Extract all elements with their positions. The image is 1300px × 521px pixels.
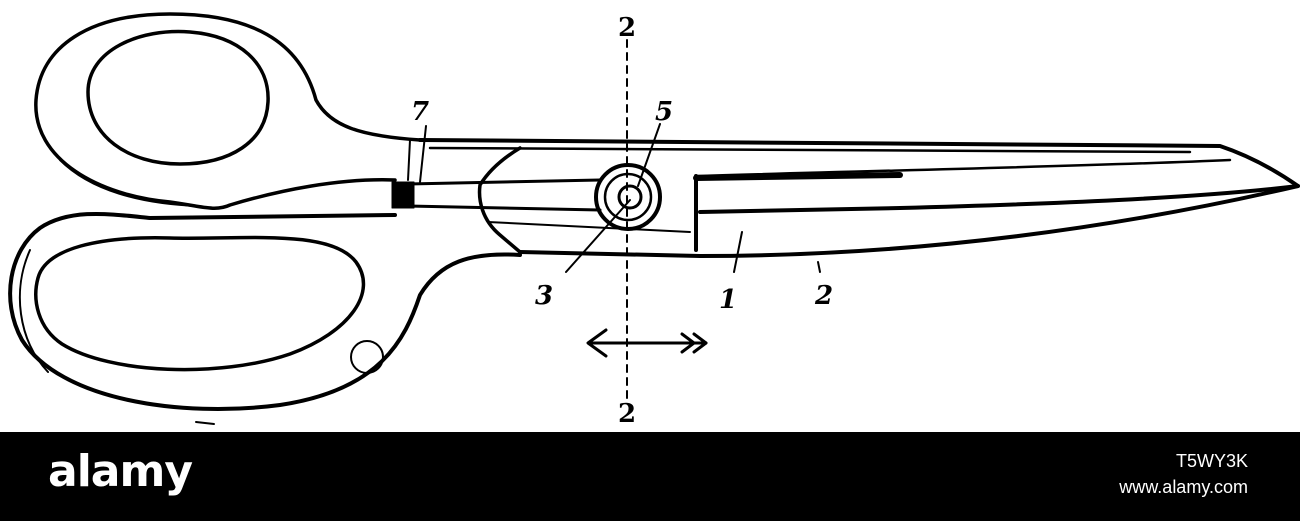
- label-part-1: 1: [718, 285, 738, 315]
- watermark-footer: alamy T5WY3K www.alamy.com: [0, 432, 1300, 521]
- upper-blade: [418, 138, 1300, 214]
- leader-2: [817, 261, 821, 273]
- upper-handle-shading: [59, 159, 201, 207]
- lower-handle-outer-double: [19, 249, 49, 373]
- label-part-7: 7: [410, 97, 430, 127]
- upper-handle-outer: [34, 12, 422, 210]
- direction-arrow-fletch-2: [692, 332, 708, 354]
- lower-handle-inner: [34, 235, 366, 372]
- pivot-shank-bottom: [406, 204, 602, 212]
- upper-blade-back-edge: [428, 146, 1192, 154]
- label-part-2: 2: [814, 281, 834, 311]
- label-section-top: 2: [617, 13, 637, 43]
- direction-arrow-fletch-1: [680, 332, 696, 354]
- direction-arrow-head: [586, 328, 608, 358]
- label-part-5: 5: [654, 97, 674, 127]
- brand-logo: alamy: [48, 446, 193, 497]
- label-section-bottom: 2: [617, 399, 637, 429]
- lower-handle-outer: [8, 211, 522, 411]
- label-part-3: 3: [534, 281, 554, 311]
- finger-rest: [350, 340, 384, 374]
- pivot-shank-top: [406, 178, 602, 186]
- scissors-drawing: [8, 12, 1300, 425]
- leader-7: [419, 125, 427, 183]
- blade-shoulder-inner: [487, 221, 691, 233]
- stop-block-part-7: [391, 181, 415, 209]
- upper-handle-inner: [86, 29, 270, 166]
- image-id-text: T5WY3K: [1175, 451, 1248, 471]
- leader-5: [637, 123, 661, 187]
- lower-handle-tick: [195, 421, 215, 425]
- lower-blade-inner-edge: [694, 158, 1232, 178]
- leader-3: [565, 199, 631, 273]
- leader-7-b: [407, 139, 411, 181]
- lower-blade: [518, 184, 1300, 258]
- blade-shoulder: [477, 146, 522, 254]
- site-url-text: www.alamy.com: [1119, 477, 1248, 497]
- pivot-screw-head: [617, 184, 643, 210]
- blade-face-top: [693, 172, 903, 181]
- leader-1: [733, 231, 743, 273]
- scissors-illustration: 2 2 7 5 3 1 2: [8, 12, 1300, 429]
